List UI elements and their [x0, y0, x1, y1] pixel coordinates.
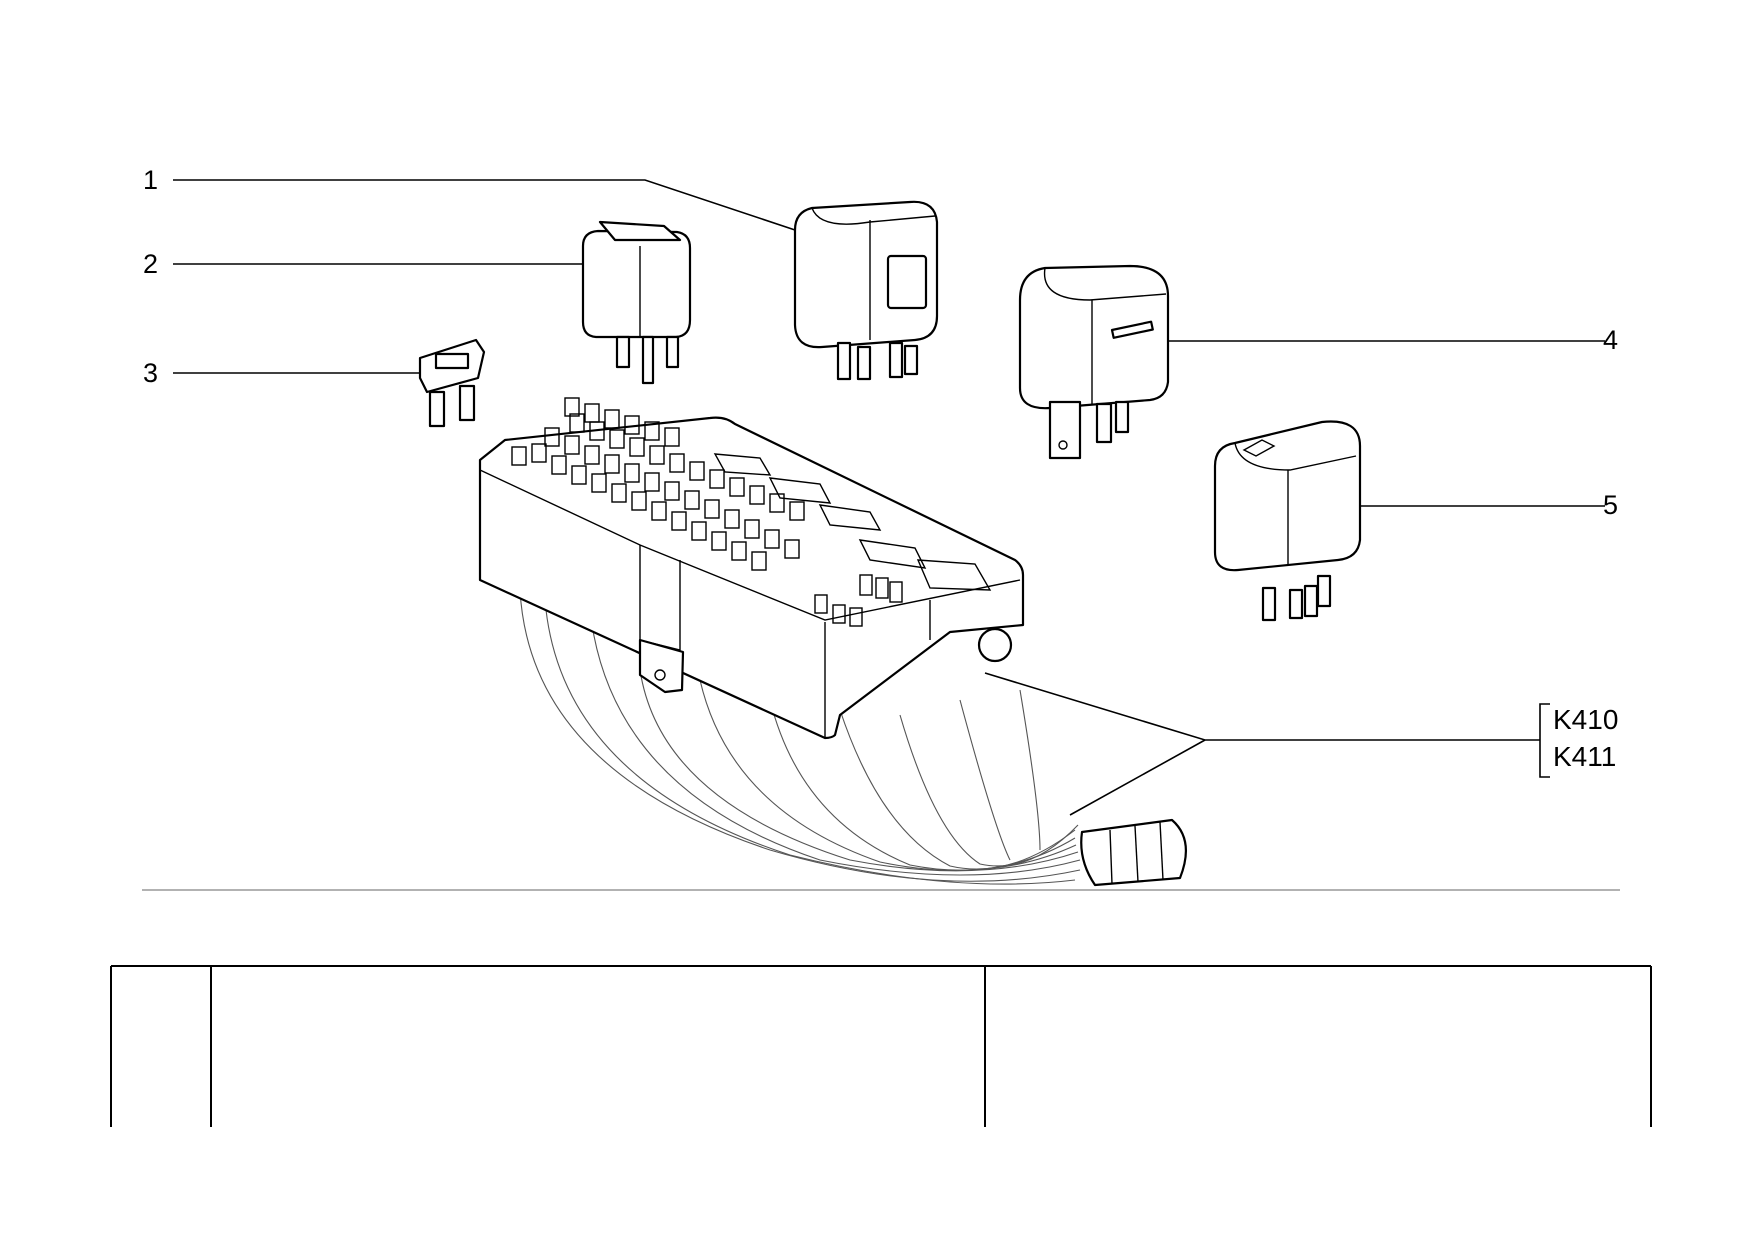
wiring-harness — [519, 589, 1187, 887]
blade-fuse-part — [418, 338, 486, 428]
parts-table-frame — [110, 965, 1652, 1127]
callout-number-4: 4 — [1603, 325, 1619, 355]
callout-number-2: 2 — [143, 249, 159, 279]
reference-bracket — [1539, 703, 1550, 778]
leader-lines — [173, 179, 1605, 816]
leader-line-k410 — [984, 672, 1540, 741]
reference-code-k411: K411 — [1553, 741, 1617, 772]
callout-number-1: 1 — [143, 165, 159, 195]
relay-flange-part — [1018, 264, 1170, 460]
callout-number-5: 5 — [1603, 490, 1619, 520]
relay-large-part — [793, 200, 939, 381]
leader-line-1 — [173, 179, 796, 231]
callout-number-3: 3 — [143, 358, 159, 388]
relay-cube-part — [1213, 420, 1362, 622]
relay-small-clip-part — [581, 220, 692, 385]
leader-line-k411 — [1069, 739, 1206, 816]
fuse-box-part — [478, 397, 1187, 887]
fuse-grid — [511, 397, 992, 627]
reference-code-k410: K410 — [1553, 704, 1619, 735]
